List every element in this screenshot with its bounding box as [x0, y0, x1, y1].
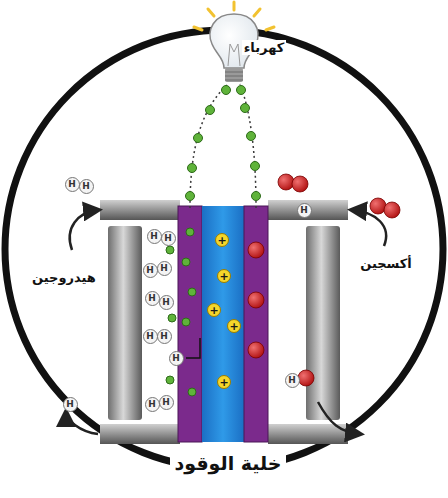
hydrogen-atom: H	[145, 291, 160, 306]
hydrogen-atom: H	[63, 397, 78, 412]
hydrogen-atom: H	[147, 229, 162, 244]
hydrogen-atom: H	[157, 261, 172, 276]
hydrogen-atom: H	[169, 351, 184, 366]
hydrogen-atom: H	[159, 295, 174, 310]
proton-symbol: +	[217, 375, 231, 389]
proton-symbol: +	[227, 319, 241, 333]
hydrogen-atom: H	[161, 231, 176, 246]
figure-caption: خلية الوقود	[170, 452, 285, 474]
hydrogen-atom: H	[159, 395, 174, 410]
hydrogen-atom: H	[143, 329, 158, 344]
proton-symbol: +	[215, 233, 229, 247]
proton-symbol: +	[217, 269, 231, 283]
hydrogen-atom: H	[65, 177, 80, 192]
hydrogen-atom: H	[79, 179, 94, 194]
hydrogen-atom: H	[143, 263, 158, 278]
hydrogen-atom: H	[157, 329, 172, 344]
oxygen-label: أكسجين	[358, 256, 414, 271]
proton-symbol: +	[207, 303, 221, 317]
electricity-label: كهرباء	[242, 40, 287, 55]
hydrogen-atom: H	[297, 203, 312, 218]
hydrogen-label: هيدروجين	[30, 270, 98, 285]
hydrogen-atom: H	[145, 397, 160, 412]
hydrogen-atom: H	[285, 373, 300, 388]
